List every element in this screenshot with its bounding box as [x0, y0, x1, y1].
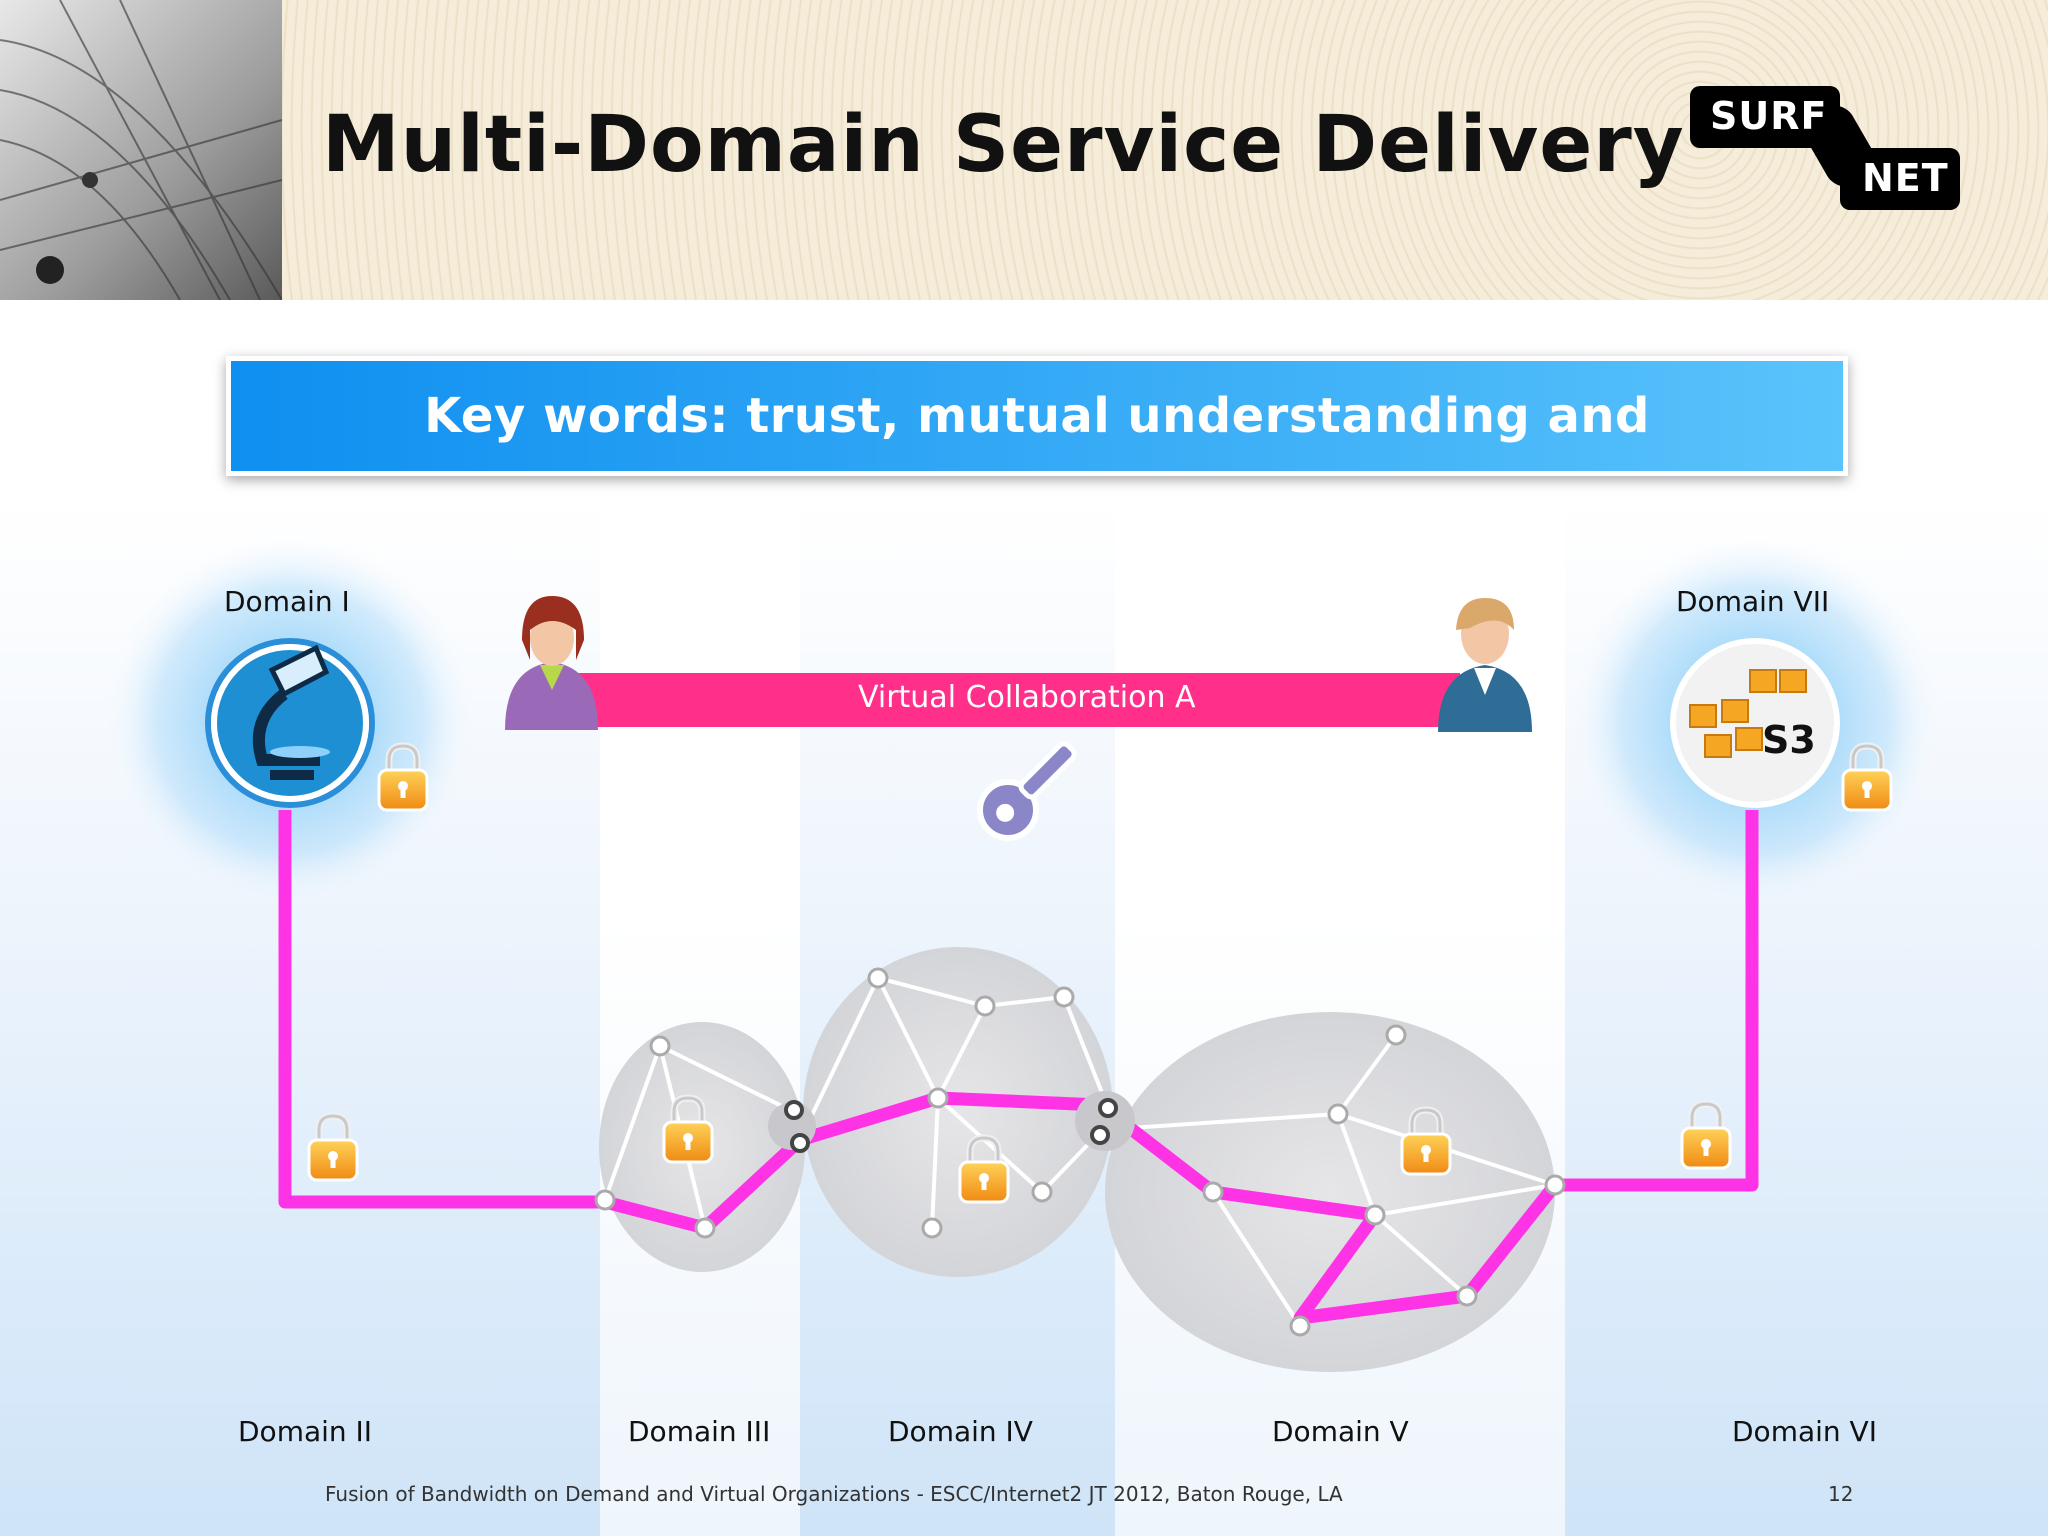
page-number: 12 — [1828, 1482, 1854, 1506]
domain-iii-label: Domain III — [628, 1415, 771, 1448]
domain-vi-label: Domain VI — [1732, 1415, 1877, 1448]
domain-ii-label: Domain II — [238, 1415, 373, 1448]
header-band — [0, 0, 2048, 300]
surfnet-logo: SURF NET — [1690, 86, 1970, 216]
exchange-point-iv-v — [1075, 1091, 1135, 1151]
microscope-resource-icon — [205, 638, 375, 808]
logo-text-surf: SURF — [1710, 94, 1828, 138]
footer-text: Fusion of Bandwidth on Demand and Virtua… — [325, 1482, 1343, 1506]
domain-i-label: Domain I — [224, 585, 350, 618]
border-nodes — [784, 1098, 1118, 1153]
logo-text-net: NET — [1862, 156, 1949, 200]
domain-column-iii — [600, 500, 800, 1536]
s3-storage-icon — [1670, 638, 1840, 808]
s3-label: S3 — [1762, 718, 1816, 762]
domain-iv-label: Domain IV — [888, 1415, 1033, 1448]
domain-v-cloud — [1105, 1012, 1555, 1372]
user-female-icon — [505, 596, 598, 730]
slide-title: Multi-Domain Service Delivery — [322, 100, 1685, 190]
domain-v-label: Domain V — [1272, 1415, 1409, 1448]
user-male-icon — [1438, 598, 1532, 732]
lock-icon-domain-vi — [1682, 1104, 1730, 1168]
domain-vii-label: Domain VII — [1676, 585, 1830, 618]
photo-architecture-graphic — [0, 0, 282, 300]
network-nodes — [594, 967, 1566, 1337]
key-icon — [977, 741, 1077, 841]
collaboration-bar — [560, 673, 1460, 727]
lock-icon-domain-ii — [309, 1116, 357, 1180]
header-photo — [0, 0, 282, 300]
collaboration-label: Virtual Collaboration A — [858, 680, 1196, 715]
service-path — [278, 810, 1759, 1325]
